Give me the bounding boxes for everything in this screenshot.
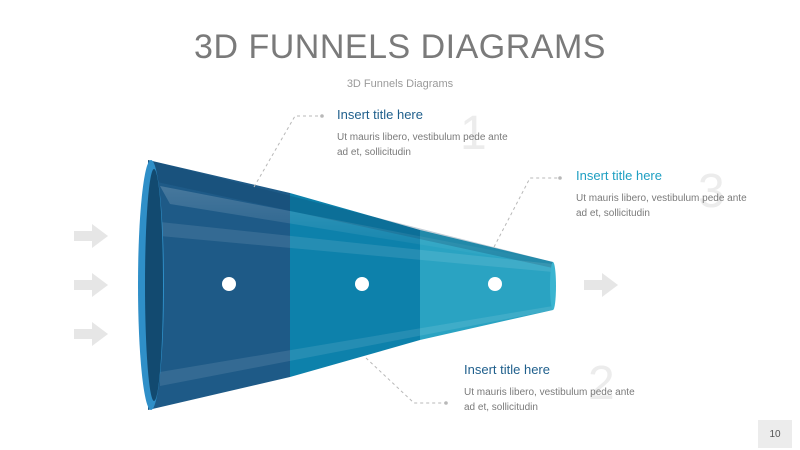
arrow-right-icon xyxy=(74,322,108,346)
callout-2: Insert title here Ut mauris libero, vest… xyxy=(464,362,644,415)
callout-number-1: 1 xyxy=(460,107,487,160)
stage-dot-icon xyxy=(488,277,502,291)
funnel-highlight xyxy=(160,186,553,266)
funnel-shade xyxy=(148,160,553,268)
funnel-highlight xyxy=(160,306,553,386)
leader-end-dot xyxy=(320,114,324,118)
slide-title: 3D FUNNELS DIAGRAMS xyxy=(194,28,606,66)
page-number: 10 xyxy=(758,420,792,448)
input-arrows xyxy=(74,224,108,346)
callout-title: Insert title here xyxy=(464,362,550,377)
callout-text: Ut mauris libero, vestibulum pede ante a… xyxy=(576,193,747,219)
callout-number-3: 3 xyxy=(698,165,725,218)
stage-dot-icon xyxy=(355,277,369,291)
leader-line-1 xyxy=(253,115,322,188)
leader-end-dot xyxy=(558,176,562,180)
callout-text: Ut mauris libero, vestibulum pede ante a… xyxy=(464,387,635,413)
callout-3: Insert title here Ut mauris libero, vest… xyxy=(576,168,756,221)
callout-number-2: 2 xyxy=(588,357,615,410)
slide-subtitle: 3D Funnels Diagrams xyxy=(346,78,454,90)
leader-end-dot xyxy=(444,401,448,405)
callout-title: Insert title here xyxy=(337,107,423,122)
leader-line-3 xyxy=(493,177,560,248)
arrow-right-icon xyxy=(74,224,108,248)
callout-text: Ut mauris libero, vestibulum pede ante a… xyxy=(337,132,508,158)
callout-1: Insert title here Ut mauris libero, vest… xyxy=(337,107,517,160)
funnel-stage-1 xyxy=(148,160,290,410)
arrow-right-icon xyxy=(584,273,618,297)
funnel-opening xyxy=(145,169,163,401)
funnel-end-cap xyxy=(550,262,556,310)
leader-line-2 xyxy=(365,357,446,404)
funnel-highlight xyxy=(160,222,553,272)
callout-title: Insert title here xyxy=(576,168,662,183)
leader-lines xyxy=(253,115,560,404)
arrow-right-icon xyxy=(74,273,108,297)
stage-dot-icon xyxy=(222,277,236,291)
